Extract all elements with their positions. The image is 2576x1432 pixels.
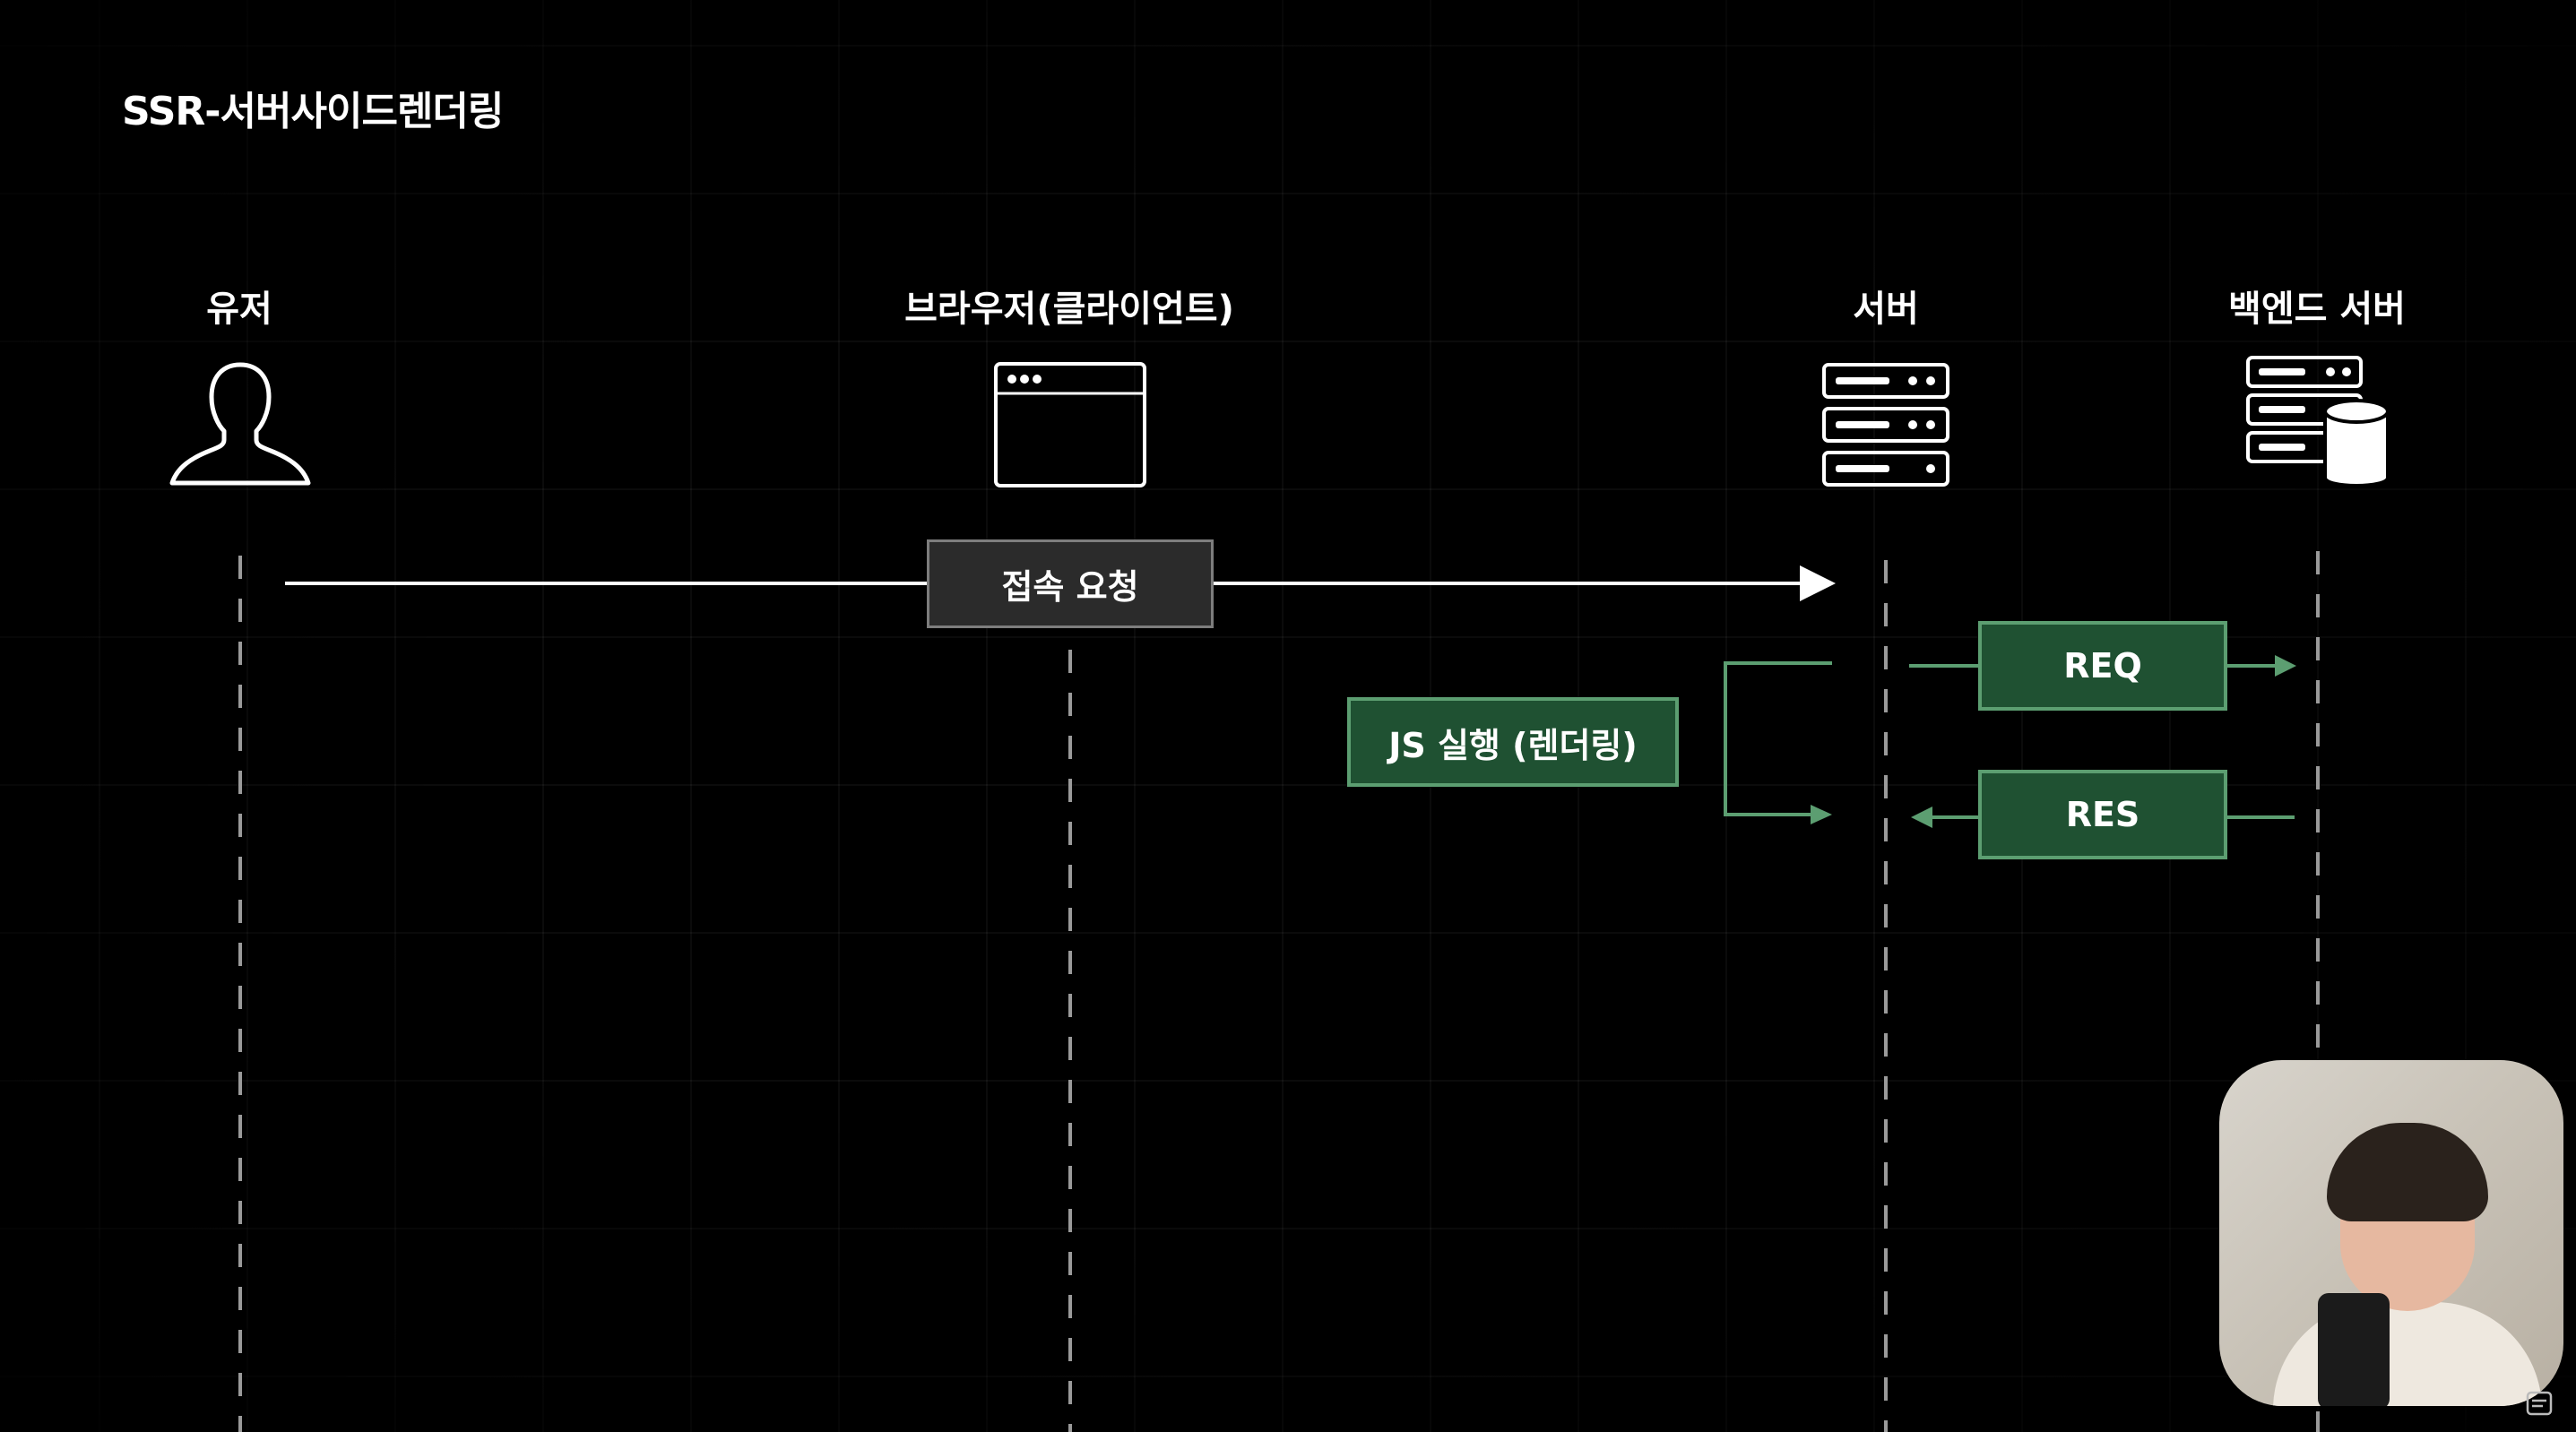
render-bracket <box>1724 661 1832 816</box>
res-box: RES <box>1978 770 2227 859</box>
req-box: REQ <box>1978 621 2227 711</box>
browser-window-icon <box>994 362 1146 487</box>
person-icon <box>169 362 311 486</box>
webcam-overlay <box>2219 1060 2563 1406</box>
js-execution-box: JS 실행 (렌더링) <box>1347 697 1679 787</box>
actor-label-user: 유저 <box>206 289 272 330</box>
captions-icon[interactable] <box>2526 1391 2553 1416</box>
server-rack-icon <box>1822 363 1949 487</box>
webcam-person-shirt <box>2273 1302 2542 1406</box>
res-arrowhead <box>1911 807 1932 828</box>
actor-label-backend: 백엔드 서버 <box>2228 289 2406 330</box>
database-server-icon <box>2246 356 2390 487</box>
render-bracket-arrowhead <box>1811 805 1832 824</box>
access-request-box: 접속 요청 <box>927 539 1214 628</box>
actor-label-browser: 브라우저(클라이언트) <box>904 289 1234 330</box>
actor-label-server: 서버 <box>1853 289 1919 330</box>
webcam-microphone <box>2318 1293 2390 1406</box>
page-title: SSR-서버사이드렌더링 <box>122 89 504 134</box>
req-arrowhead <box>2275 655 2296 677</box>
webcam-person-hair <box>2327 1123 2488 1221</box>
